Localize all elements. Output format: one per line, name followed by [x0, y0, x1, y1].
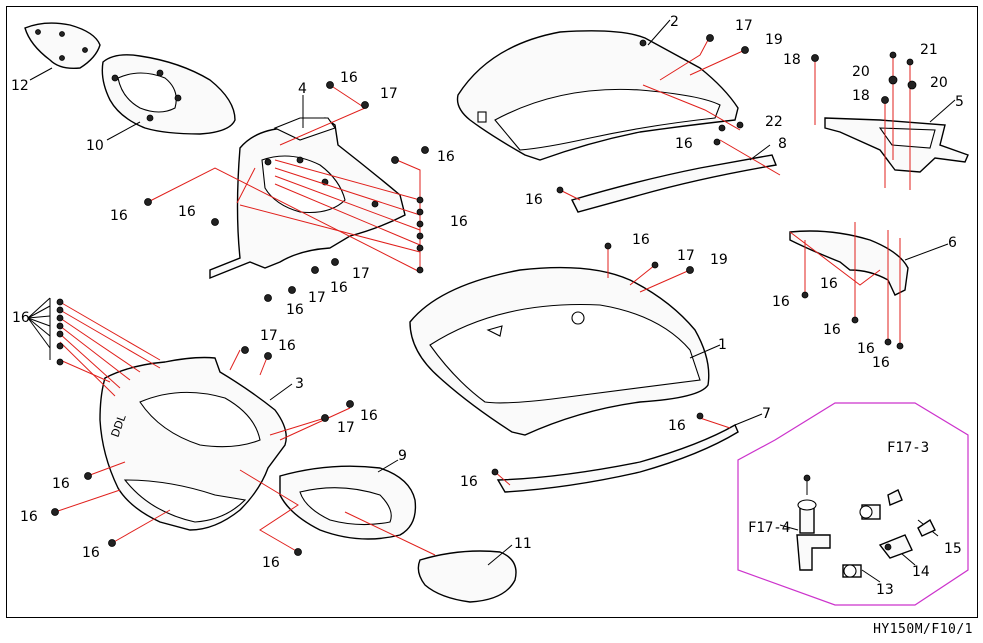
part-7-strip: [496, 424, 739, 493]
part-8-strip: [570, 154, 777, 213]
callout-18: 18: [852, 88, 870, 104]
part-6-bracket: [789, 230, 909, 296]
callout-22: 22: [765, 114, 783, 130]
callout-16: 16: [110, 208, 128, 224]
fasteners: [51, 34, 917, 556]
callout-18: 18: [783, 52, 801, 68]
callout-11: 11: [514, 536, 532, 552]
callout-17: 17: [260, 328, 278, 344]
callout-17: 17: [308, 290, 326, 306]
callout-16: 16: [286, 302, 304, 318]
callout-15: 15: [944, 541, 962, 557]
callout-16: 16: [262, 555, 280, 571]
callout-2: 2: [670, 14, 679, 30]
callout-16: 16: [675, 136, 693, 152]
callout-17: 17: [677, 248, 695, 264]
assembly-leader-lines: [54, 39, 911, 556]
drawing-frame: [6, 6, 978, 618]
callout-leader-lines: [27, 19, 956, 583]
callout-16: 16: [52, 476, 70, 492]
callout-17: 17: [337, 420, 355, 436]
callout-6: 6: [948, 235, 957, 251]
callout-19: 19: [765, 32, 783, 48]
callout-20: 20: [930, 75, 948, 91]
part-1-main-cover: [409, 266, 710, 436]
callout-16: 16: [82, 545, 100, 561]
callout-3: 3: [295, 376, 304, 392]
part-9-mat: [279, 465, 417, 540]
callout-1: 1: [718, 337, 727, 353]
callout-16: 16: [330, 280, 348, 296]
part-3-front-cover: DDL: [99, 356, 287, 531]
callout-16: 16: [460, 474, 478, 490]
callout-14: 14: [912, 564, 930, 580]
part-15-spring: [917, 518, 936, 537]
callout-8: 8: [778, 136, 787, 152]
callout-17: 17: [352, 266, 370, 282]
callout-16: 16: [632, 232, 650, 248]
callout-16: 16: [872, 355, 890, 371]
callout-17: 17: [380, 86, 398, 102]
callout-7: 7: [762, 406, 771, 422]
callout-5: 5: [955, 94, 964, 110]
part-5-bracket: [824, 117, 969, 173]
detail-knob-upper: [859, 489, 903, 520]
callout-16: 16: [823, 322, 841, 338]
callout-16: 16: [437, 149, 455, 165]
callout-16: 16: [450, 214, 468, 230]
detail-sub-label: F17-4: [748, 520, 790, 536]
callout-17: 17: [735, 18, 753, 34]
part-2-upper-cover: [456, 30, 739, 161]
callout-16: 16: [525, 192, 543, 208]
callout-19: 19: [710, 252, 728, 268]
callout-16: 16: [278, 338, 296, 354]
callout-13: 13: [876, 582, 894, 598]
part-14-clip: [878, 534, 913, 559]
callout-16: 16: [340, 70, 358, 86]
part-13-knob: [842, 564, 862, 578]
callout-16: 16: [857, 341, 875, 357]
callout-16: 16: [20, 509, 38, 525]
callout-10: 10: [86, 138, 104, 154]
part-11-pad: [417, 550, 517, 603]
callout-16: 16: [820, 276, 838, 292]
callout-labels: 12 10 4 16 17 16 16 16 16 17 16 17 16 2 …: [11, 14, 964, 598]
callout-20: 20: [852, 64, 870, 80]
callout-16: 16: [360, 408, 378, 424]
callout-9: 9: [398, 448, 407, 464]
callout-12: 12: [11, 78, 29, 94]
detail-box-title: F17-3: [887, 440, 929, 456]
callout-16: 16: [12, 310, 30, 326]
f17-4-lock-assembly: [796, 474, 831, 571]
callout-16: 16: [772, 294, 790, 310]
part-10-gasket: [101, 54, 236, 135]
callout-16: 16: [178, 204, 196, 220]
detail-box-f17-3: [737, 402, 969, 606]
part-12-plate: [24, 22, 101, 70]
drawing-code: HY150M/F10/1: [873, 622, 973, 637]
callout-16: 16: [668, 418, 686, 434]
callout-4: 4: [298, 81, 307, 97]
callout-21: 21: [920, 42, 938, 58]
